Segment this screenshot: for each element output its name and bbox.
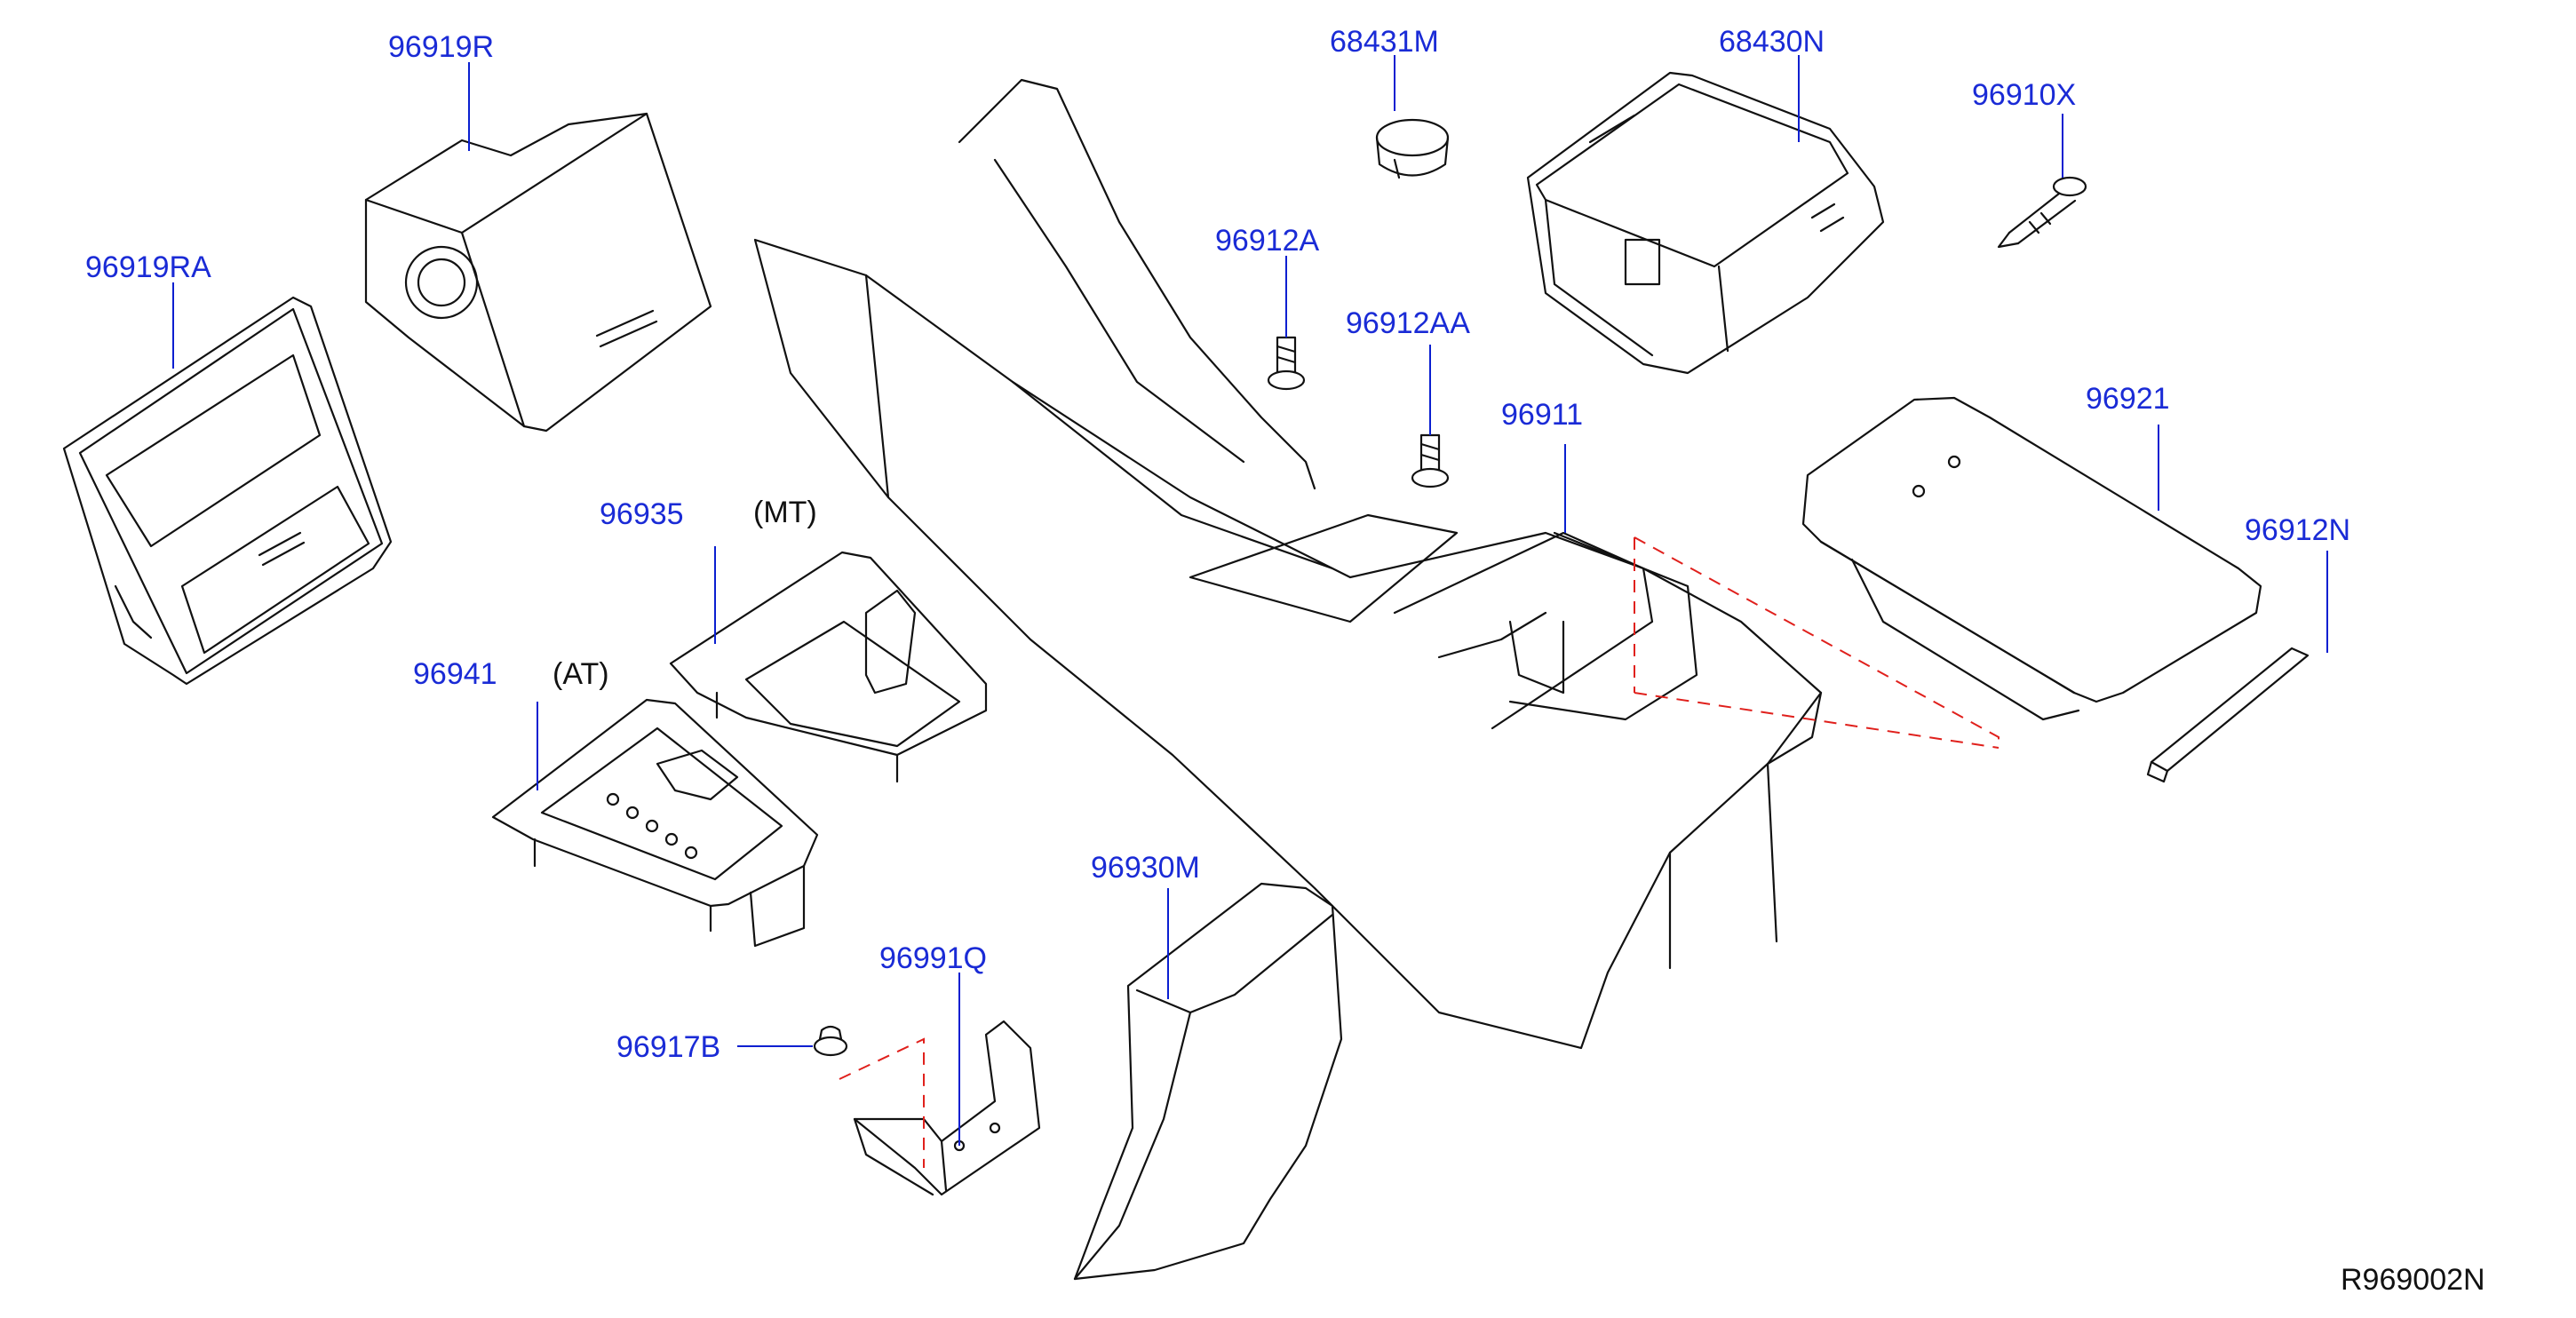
note-at: (AT): [553, 657, 609, 691]
label-96910X: 96910X: [1972, 78, 2076, 112]
label-96991Q: 96991Q: [879, 941, 987, 975]
label-68431M: 68431M: [1330, 25, 1439, 59]
part-96919R-drawing: [364, 112, 712, 433]
label-96919R: 96919R: [388, 30, 494, 64]
diagram-reference-code: R969002N: [2341, 1263, 2485, 1297]
armrest-guide: [1634, 536, 2000, 749]
part-96911-drawing: [753, 78, 1823, 1050]
label-96911: 96911: [1501, 398, 1583, 432]
label-68430N: 68430N: [1719, 25, 1825, 59]
bracket-guide: [839, 1037, 925, 1168]
label-96917B: 96917B: [616, 1030, 720, 1064]
label-96912AA: 96912AA: [1346, 306, 1470, 340]
label-96941: 96941: [413, 657, 497, 691]
part-96912N-drawing: [2146, 647, 2310, 783]
part-96919RA-drawing: [62, 296, 393, 686]
assembly-guides: [839, 536, 2000, 1168]
part-96991Q-drawing: [853, 1020, 1041, 1196]
part-68430N-drawing: [1526, 71, 1885, 375]
part-96910X-drawing: [1997, 176, 2087, 249]
label-96935: 96935: [600, 497, 684, 531]
part-96930M-drawing: [1073, 882, 1343, 1281]
part-96941-drawing: [491, 698, 819, 948]
label-96912N: 96912N: [2245, 513, 2350, 547]
label-96930M: 96930M: [1091, 851, 1200, 885]
note-mt: (MT): [753, 496, 817, 529]
label-96912A: 96912A: [1215, 224, 1320, 258]
part-68431M-drawing: [1375, 118, 1450, 179]
part-96912AA-drawing: [1411, 433, 1450, 488]
label-96921: 96921: [2086, 382, 2170, 416]
part-96917B-drawing: [813, 1025, 848, 1057]
part-labels: 96919R 96919RA 68431M 68430N 96910X 9691…: [85, 25, 2350, 1064]
label-96919RA: 96919RA: [85, 250, 211, 284]
part-96935-drawing: [669, 551, 988, 783]
part-96912A-drawing: [1267, 336, 1306, 391]
part-96921-drawing: [1801, 396, 2262, 721]
leader-lines: [172, 55, 2328, 1146]
